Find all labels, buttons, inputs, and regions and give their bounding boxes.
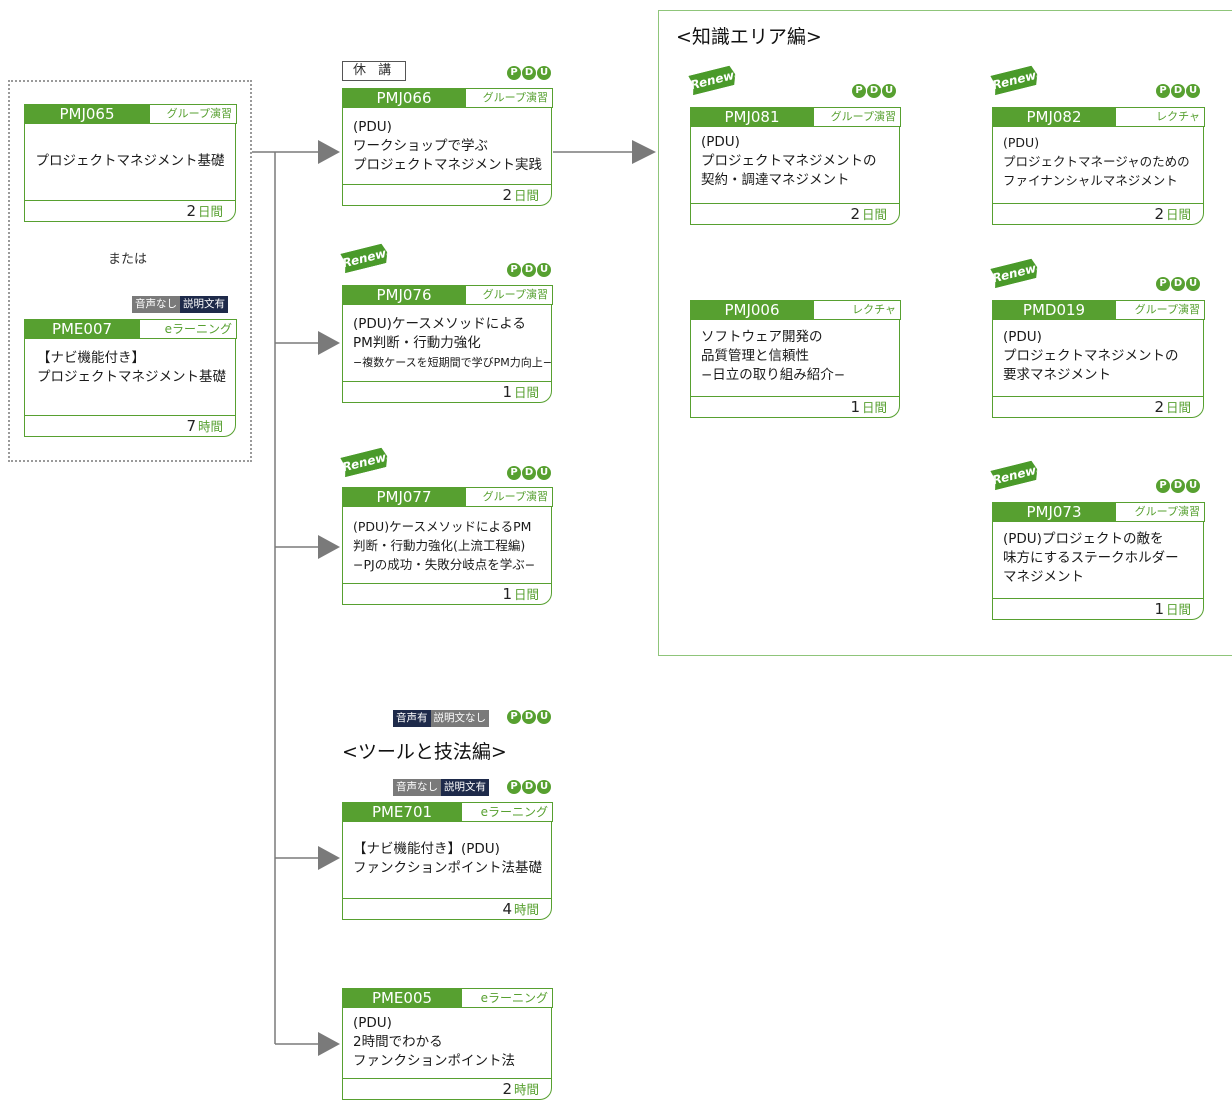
arrow-head bbox=[318, 1032, 340, 1056]
arrow-head bbox=[318, 140, 340, 164]
course-type: グループ演習 bbox=[466, 88, 553, 108]
course-code: PME007 bbox=[24, 319, 140, 339]
course-subtitle: −複数ケースを短期間で学びPM力向上− bbox=[353, 356, 553, 369]
course-type: グループ演習 bbox=[1116, 300, 1205, 320]
course-type: eラーニング bbox=[462, 802, 553, 822]
course-code: PMJ076 bbox=[342, 285, 466, 305]
course-code: PMJ066 bbox=[342, 88, 466, 108]
course-code: PME005 bbox=[342, 988, 462, 1008]
audio-tag: 音声なし説明文有 bbox=[132, 296, 228, 313]
course-code: PME701 bbox=[342, 802, 462, 822]
arrow-head bbox=[318, 846, 340, 870]
course-type: グループ演習 bbox=[814, 107, 901, 127]
course-type: eラーニング bbox=[462, 988, 553, 1008]
course-title: プロジェクトマネジメント基礎 bbox=[35, 153, 225, 169]
kyuko-badge: 休 講 bbox=[342, 61, 407, 81]
course-code: PMJ077 bbox=[342, 487, 466, 507]
course-code: PMJ073 bbox=[992, 502, 1116, 522]
arrow-head bbox=[632, 140, 656, 164]
arrow-head bbox=[318, 331, 340, 355]
arrow-head bbox=[318, 535, 340, 559]
course-title: (PDU) 2時間でわかる ファンクションポイント法 bbox=[353, 1015, 515, 1069]
course-type: レクチャ bbox=[814, 300, 901, 320]
course-type: eラーニング bbox=[140, 319, 237, 339]
course-title: (PDU)ケースメソッドによる PM判断・行動力強化 bbox=[353, 316, 526, 351]
course-title: (PDU) プロジェクトマネジメントの 要求マネジメント bbox=[1003, 329, 1179, 383]
course-title: (PDU) プロジェクトマネジメントの 契約・調達マネジメント bbox=[701, 134, 877, 188]
course-title: 【ナビ機能付き】 プロジェクトマネジメント基礎 bbox=[37, 350, 226, 385]
course-title: (PDU) プロジェクトマネージャのための ファイナンシャルマネジメント bbox=[1003, 135, 1190, 188]
course-code: PMD019 bbox=[992, 300, 1116, 320]
course-code: PMJ065 bbox=[24, 104, 150, 124]
course-type: グループ演習 bbox=[466, 487, 553, 507]
course-title: (PDU)ケースメソッドによるPM 判断・行動力強化(上流工程編) −PJの成功… bbox=[353, 519, 536, 572]
course-title: (PDU) ワークショップで学ぶ プロジェクトマネジメント実践 bbox=[353, 119, 542, 173]
course-type: グループ演習 bbox=[1116, 502, 1205, 522]
course-type: レクチャ bbox=[1116, 107, 1205, 127]
course-type: グループ演習 bbox=[466, 285, 553, 305]
course-title: 【ナビ機能付き】(PDU) ファンクションポイント法基礎 bbox=[353, 841, 542, 876]
knowledge-area-group bbox=[658, 10, 1232, 656]
section-title-knowledge: <知識エリア編> bbox=[676, 26, 822, 48]
audio-tag: 音声なし説明文有 bbox=[393, 779, 489, 796]
course-code: PMJ081 bbox=[690, 107, 814, 127]
or-label: または bbox=[108, 252, 148, 267]
course-title: ソフトウェア開発の 品質管理と信頼性 −日立の取り組み紹介− bbox=[701, 329, 846, 383]
basic-course-group bbox=[8, 80, 252, 462]
course-title: (PDU)プロジェクトの敵を 味方にするステークホルダー マネジメント bbox=[1003, 531, 1179, 585]
course-type: グループ演習 bbox=[150, 104, 237, 124]
course-code: PMJ006 bbox=[690, 300, 814, 320]
audio-tag: 音声有説明文なし bbox=[393, 710, 489, 727]
section-title-tools: <ツールと技法編> bbox=[342, 741, 507, 763]
course-code: PMJ082 bbox=[992, 107, 1116, 127]
